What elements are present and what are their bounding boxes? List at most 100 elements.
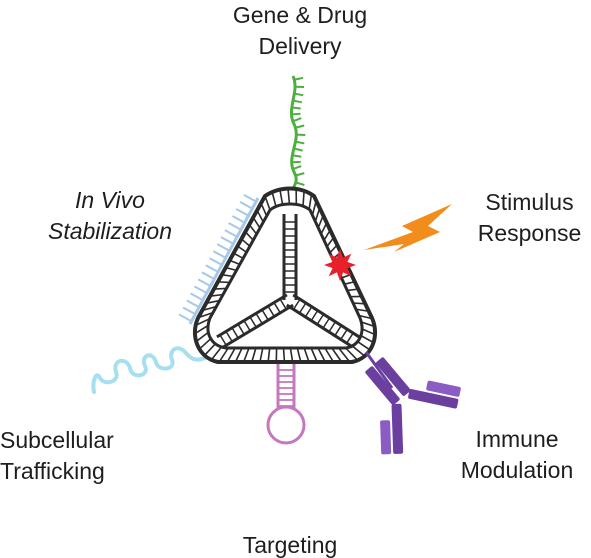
base-pair-tick (347, 288, 359, 292)
base-pair-tick (217, 281, 230, 284)
base-pair-tick (317, 347, 327, 363)
base-pair-tick (251, 347, 257, 363)
base-pair-tick (244, 231, 254, 241)
base-pair-tick (229, 259, 241, 266)
base-pair-tick (210, 346, 223, 361)
base-pair-tick (209, 257, 223, 266)
base-pair-tick (195, 317, 211, 327)
targeting-label: Targeting (215, 530, 365, 558)
base-pair-tick (344, 280, 355, 285)
base-pair-tick (302, 190, 305, 207)
base-pair-tick (248, 224, 258, 235)
base-pair-tick (225, 330, 233, 343)
base-pair-tick (261, 309, 269, 321)
base-pair-tick (292, 154, 302, 158)
base-pair-tick (237, 323, 245, 335)
base-pair-tick (322, 317, 331, 329)
base-pair-tick (213, 287, 227, 290)
base-pair-tick (219, 334, 227, 346)
base-pair-tick (256, 209, 265, 223)
base-pair-tick (358, 314, 373, 320)
base-pair-tick (243, 193, 257, 203)
base-pair-tick (182, 306, 196, 316)
base-pair-tick (311, 200, 317, 216)
antibody-icon (364, 351, 461, 455)
base-pair-tick (226, 347, 236, 363)
base-pair-tick (216, 243, 230, 252)
base-pair-tick (317, 215, 324, 229)
base-pair-tick (338, 347, 351, 363)
gene-drug-delivery-label: Gene & Drug Delivery (190, 0, 410, 62)
stimulus-line2: Response (477, 220, 582, 246)
base-pair-tick (328, 321, 337, 333)
base-pair-tick (203, 343, 216, 356)
base-pair-tick (225, 266, 237, 272)
subcellular-trafficking-label: Subcellular Trafficking (0, 425, 120, 487)
base-pair-tick (190, 292, 204, 301)
base-pair-tick (351, 345, 366, 357)
gene-delivery-line2: Delivery (258, 33, 342, 59)
gene-delivery-line1: Gene & Drug (232, 2, 368, 28)
base-pair-tick (279, 189, 284, 205)
base-pair-tick (231, 215, 246, 224)
base-pair-tick (323, 229, 331, 241)
base-pair-tick (235, 208, 249, 217)
base-pair-tick (198, 338, 212, 350)
base-pair-tick (329, 244, 338, 254)
base-pair-tick (260, 202, 268, 217)
base-pair-tick (197, 311, 214, 319)
base-pair-tick (308, 194, 313, 210)
in-vivo-stabilization-label: In Vivo Stabilization (35, 185, 185, 247)
in-vivo-line1: In Vivo (75, 187, 145, 213)
base-pair-tick (316, 313, 325, 325)
targeting-line1: Targeting (242, 532, 338, 558)
hairpin-aptamer-icon (266, 364, 306, 445)
immune-line1: Immune (475, 426, 559, 452)
base-pair-tick (294, 76, 304, 81)
base-pair-tick (346, 332, 354, 344)
base-pair-tick (271, 191, 277, 207)
base-pair-tick (292, 99, 303, 104)
helix-arm-strand (285, 303, 354, 349)
base-pair-tick (295, 140, 305, 145)
base-pair-tick (282, 347, 286, 363)
antibody-unit (365, 357, 461, 455)
base-pair-tick (310, 310, 319, 322)
base-pair-tick (233, 252, 244, 259)
base-pair-tick (231, 327, 239, 339)
base-pair-tick (310, 347, 318, 363)
base-pair-tick (345, 347, 359, 361)
base-pair-tick (292, 298, 301, 310)
gene-strand-icon (288, 75, 306, 196)
base-pair-tick (294, 92, 304, 97)
base-pair-tick (296, 347, 302, 363)
base-pair-tick (279, 298, 287, 310)
base-pair-tick (209, 293, 224, 297)
base-pair-tick (194, 324, 209, 335)
base-pair-tick (221, 273, 234, 278)
base-pair-tick (292, 165, 302, 171)
coil-strand-icon (91, 346, 207, 394)
base-pair-tick (291, 112, 301, 116)
base-pair-tick (273, 302, 281, 314)
base-pair-tick (212, 250, 227, 259)
base-pair-tick (205, 264, 219, 273)
in-vivo-line2: Stabilization (47, 218, 173, 244)
base-pair-tick (293, 147, 303, 152)
base-pair-tick (298, 302, 307, 314)
base-pair-tick (201, 305, 217, 312)
base-pair-tick (205, 299, 220, 305)
base-pair-tick (193, 285, 208, 294)
base-pair-tick (304, 306, 313, 318)
base-pair-tick (352, 302, 366, 305)
base-pair-tick (195, 331, 209, 343)
stimulus-response-label: Stimulus Response (472, 187, 587, 249)
helix-arm-strand (222, 303, 294, 349)
base-pair-tick (361, 328, 376, 336)
helix-arm-strand (292, 293, 361, 339)
base-pair-tick (340, 328, 348, 340)
subcellular-line1: Subcellular (0, 427, 114, 453)
base-pair-tick (295, 124, 305, 129)
triangle-nanostructure (192, 186, 378, 364)
base-pair-tick (267, 347, 271, 363)
